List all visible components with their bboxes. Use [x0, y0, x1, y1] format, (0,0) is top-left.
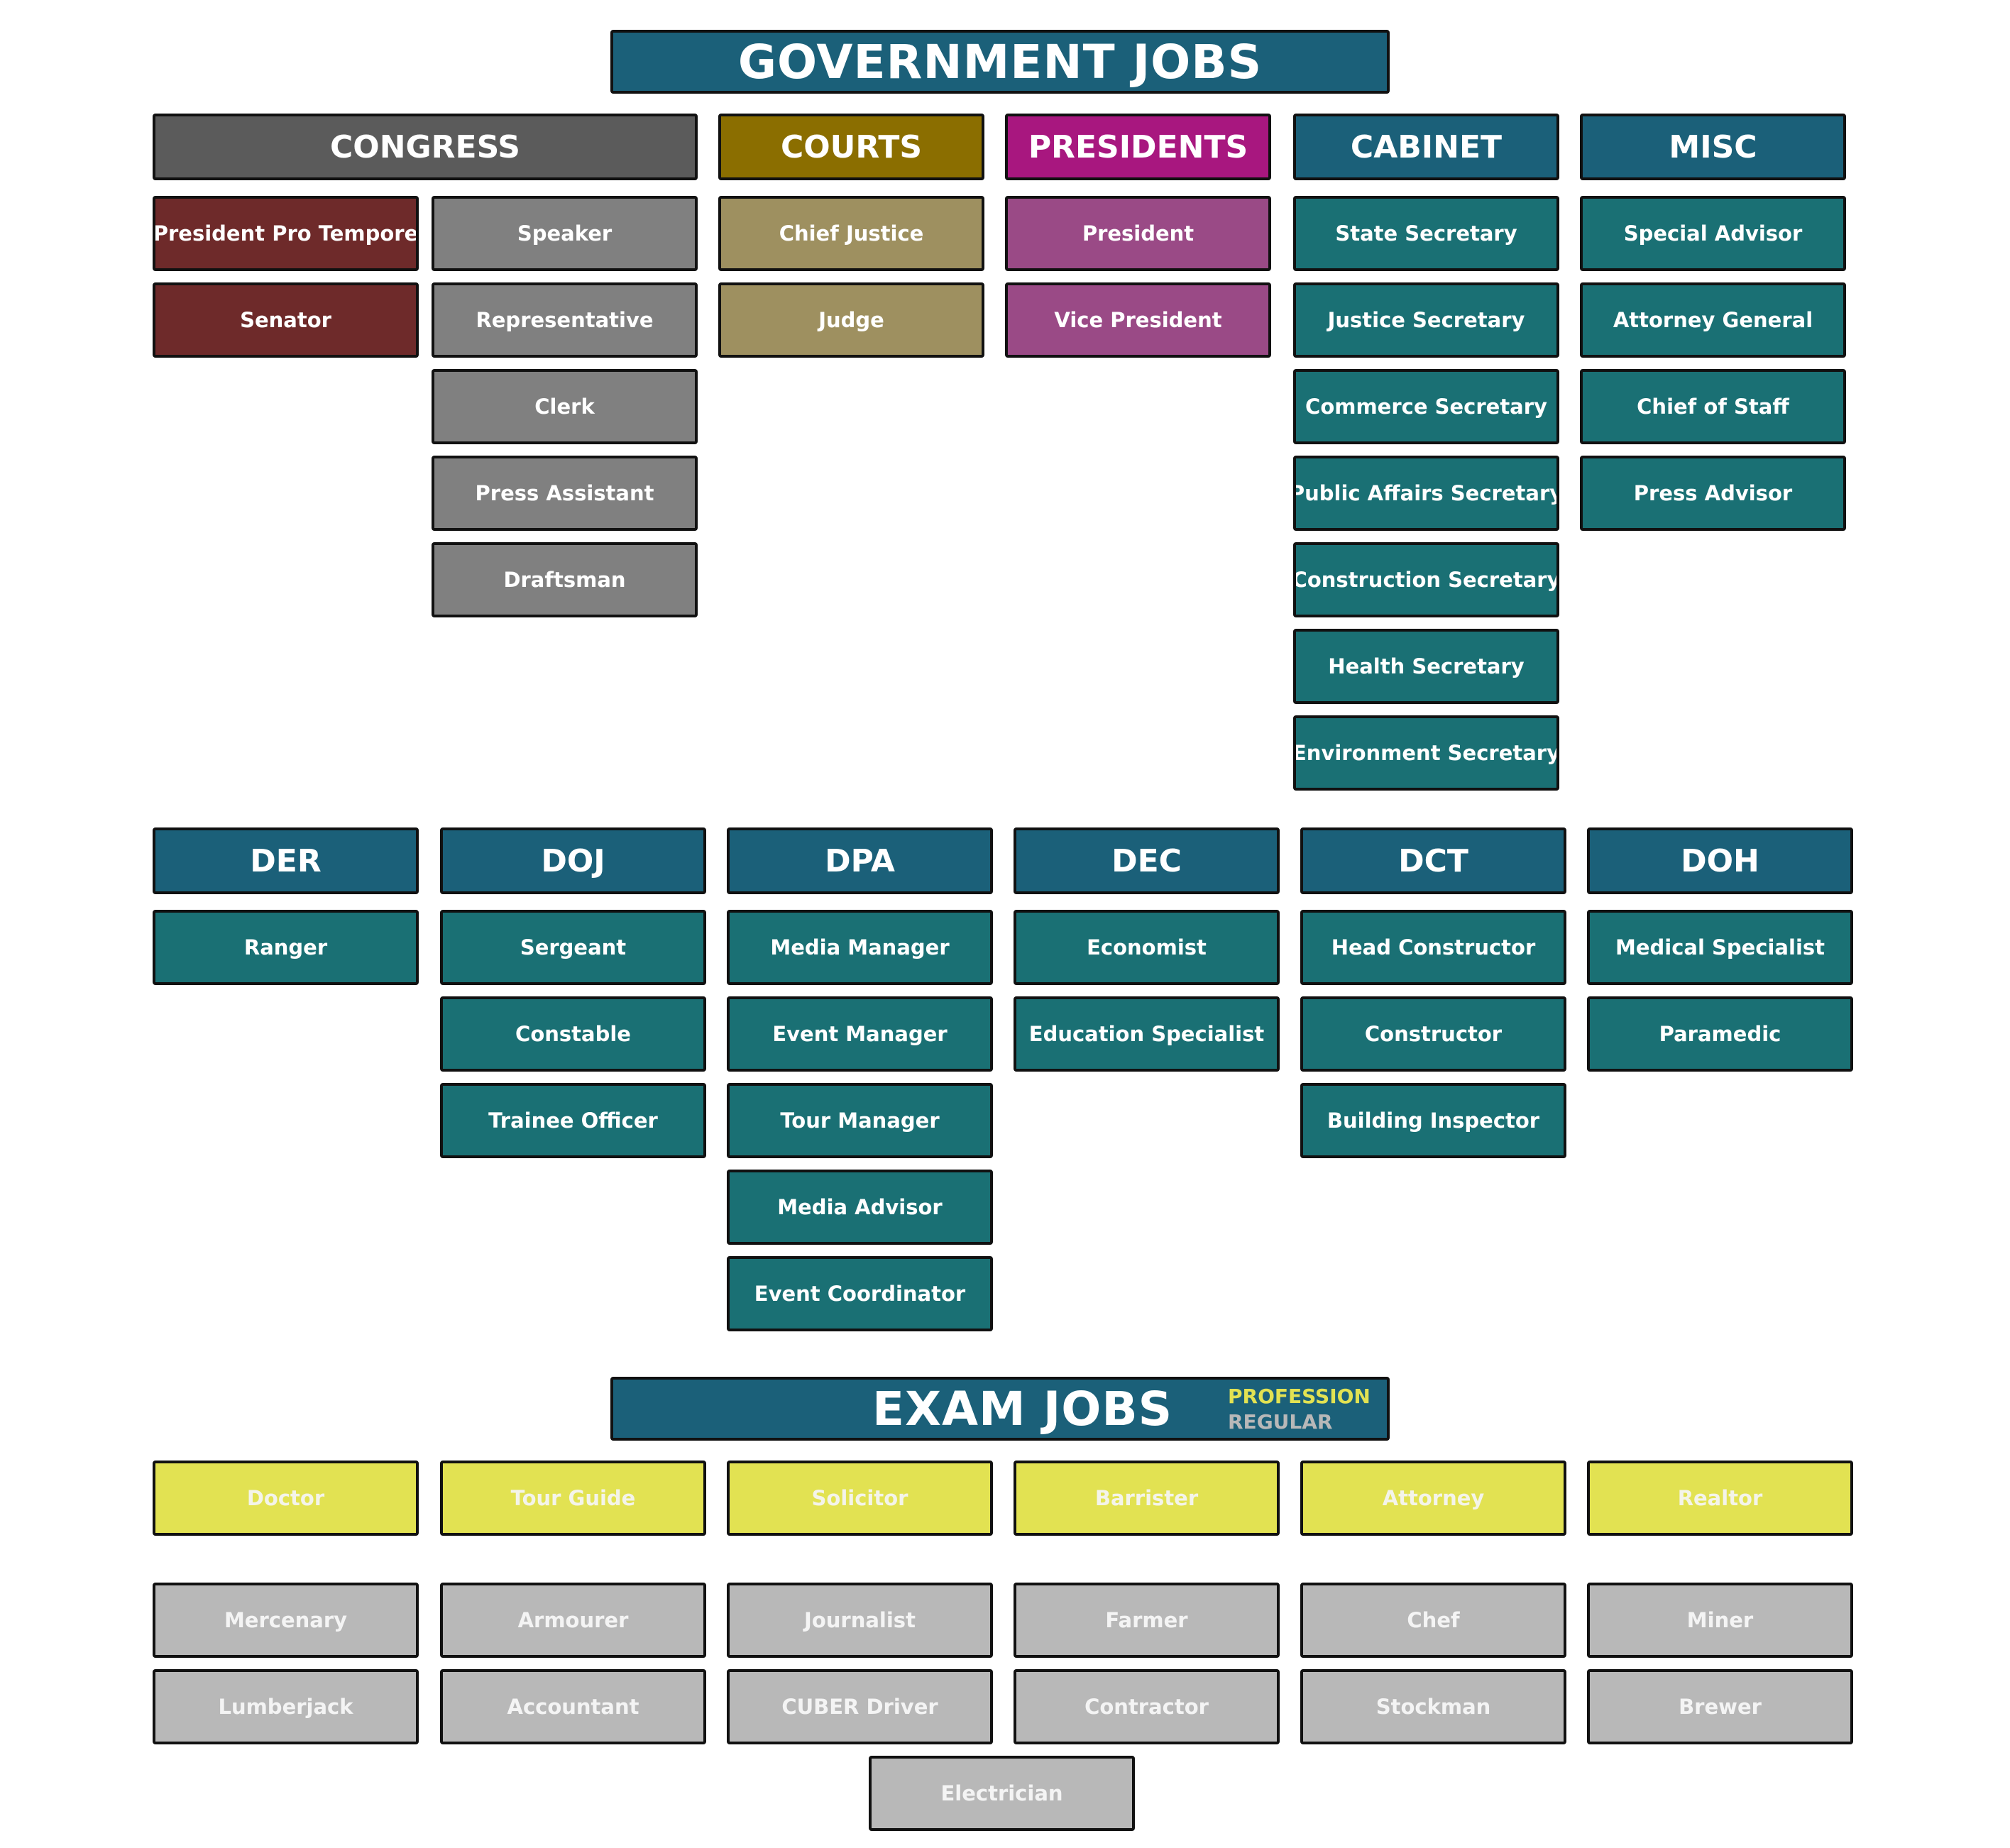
dept-header-dpa: DPA: [727, 827, 993, 894]
exam-regular-stockman: Stockman: [1300, 1669, 1566, 1744]
dept-item-education-specialist: Education Specialist: [1014, 996, 1280, 1072]
cabinet-header: CABINET: [1293, 114, 1559, 180]
dept-header-doj: DOJ: [440, 827, 706, 894]
exam-regular-chef: Chef: [1300, 1583, 1566, 1658]
exam-regular-cuber-driver: CUBER Driver: [727, 1669, 993, 1744]
congress-item-representative: Representative: [432, 282, 698, 358]
dept-item-medical-specialist: Medical Specialist: [1587, 910, 1853, 985]
cabinet-item-justice-secretary: Justice Secretary: [1293, 282, 1559, 358]
congress-item-clerk: Clerk: [432, 369, 698, 444]
dept-item-event-manager: Event Manager: [727, 996, 993, 1072]
dept-item-sergeant: Sergeant: [440, 910, 706, 985]
dept-item-media-advisor: Media Advisor: [727, 1170, 993, 1245]
misc-header: MISC: [1580, 114, 1846, 180]
cabinet-item-environment-secretary: Environment Secretary: [1293, 715, 1559, 791]
congress-item-draftsman: Draftsman: [432, 542, 698, 617]
misc-item-press-advisor: Press Advisor: [1580, 456, 1846, 531]
exam-regular-mercenary: Mercenary: [153, 1583, 419, 1658]
misc-item-chief-of-staff: Chief of Staff: [1580, 369, 1846, 444]
dept-item-paramedic: Paramedic: [1587, 996, 1853, 1072]
exam-regular-lumberjack: Lumberjack: [153, 1669, 419, 1744]
exam-jobs-title-text: EXAM JOBS: [872, 1381, 1173, 1436]
dept-item-constructor: Constructor: [1300, 996, 1566, 1072]
exam-jobs-title: EXAM JOBS: [610, 1377, 1390, 1441]
courts-item-chief-justice: Chief Justice: [718, 196, 984, 271]
exam-profession-tour-guide: Tour Guide: [440, 1461, 706, 1536]
exam-profession-barrister: Barrister: [1014, 1461, 1280, 1536]
congress-item-press-assistant: Press Assistant: [432, 456, 698, 531]
dept-item-media-manager: Media Manager: [727, 910, 993, 985]
exam-regular-armourer: Armourer: [440, 1583, 706, 1658]
misc-item-attorney-general: Attorney General: [1580, 282, 1846, 358]
presidents-item-vice-president: Vice President: [1005, 282, 1271, 358]
courts-item-judge: Judge: [718, 282, 984, 358]
misc-item-special-advisor: Special Advisor: [1580, 196, 1846, 271]
dept-item-building-inspector: Building Inspector: [1300, 1083, 1566, 1158]
dept-item-event-coordinator: Event Coordinator: [727, 1256, 993, 1331]
presidents-item-president: President: [1005, 196, 1271, 271]
exam-regular-contractor: Contractor: [1014, 1669, 1280, 1744]
exam-profession-doctor: Doctor: [153, 1461, 419, 1536]
congress-item-president-pro-tempore: President Pro Tempore: [153, 196, 419, 271]
government-jobs-title: GOVERNMENT JOBS: [610, 30, 1390, 94]
exam-regular-miner: Miner: [1587, 1583, 1853, 1658]
cabinet-item-state-secretary: State Secretary: [1293, 196, 1559, 271]
exam-regular-electrician: Electrician: [869, 1756, 1135, 1831]
legend-regular: REGULAR: [1228, 1410, 1333, 1434]
congress-item-speaker: Speaker: [432, 196, 698, 271]
courts-header: COURTS: [718, 114, 984, 180]
cabinet-item-public-affairs-secretary: Public Affairs Secretary: [1293, 456, 1559, 531]
exam-regular-accountant: Accountant: [440, 1669, 706, 1744]
dept-header-dec: DEC: [1014, 827, 1280, 894]
exam-profession-attorney: Attorney: [1300, 1461, 1566, 1536]
cabinet-item-health-secretary: Health Secretary: [1293, 629, 1559, 704]
dept-header-doh: DOH: [1587, 827, 1853, 894]
exam-regular-journalist: Journalist: [727, 1583, 993, 1658]
dept-header-dct: DCT: [1300, 827, 1566, 894]
exam-profession-solicitor: Solicitor: [727, 1461, 993, 1536]
congress-header: CONGRESS: [153, 114, 698, 180]
cabinet-item-commerce-secretary: Commerce Secretary: [1293, 369, 1559, 444]
presidents-header: PRESIDENTS: [1005, 114, 1271, 180]
exam-regular-brewer: Brewer: [1587, 1669, 1853, 1744]
dept-item-head-constructor: Head Constructor: [1300, 910, 1566, 985]
dept-item-economist: Economist: [1014, 910, 1280, 985]
exam-profession-realtor: Realtor: [1587, 1461, 1853, 1536]
dept-header-der: DER: [153, 827, 419, 894]
dept-item-trainee-officer: Trainee Officer: [440, 1083, 706, 1158]
dept-item-ranger: Ranger: [153, 910, 419, 985]
exam-regular-farmer: Farmer: [1014, 1583, 1280, 1658]
dept-item-constable: Constable: [440, 996, 706, 1072]
legend-profession: PROFESSION: [1228, 1385, 1371, 1408]
dept-item-tour-manager: Tour Manager: [727, 1083, 993, 1158]
congress-item-senator: Senator: [153, 282, 419, 358]
exam-legend: PROFESSION REGULAR: [1228, 1384, 1371, 1435]
cabinet-item-construction-secretary: Construction Secretary: [1293, 542, 1559, 617]
